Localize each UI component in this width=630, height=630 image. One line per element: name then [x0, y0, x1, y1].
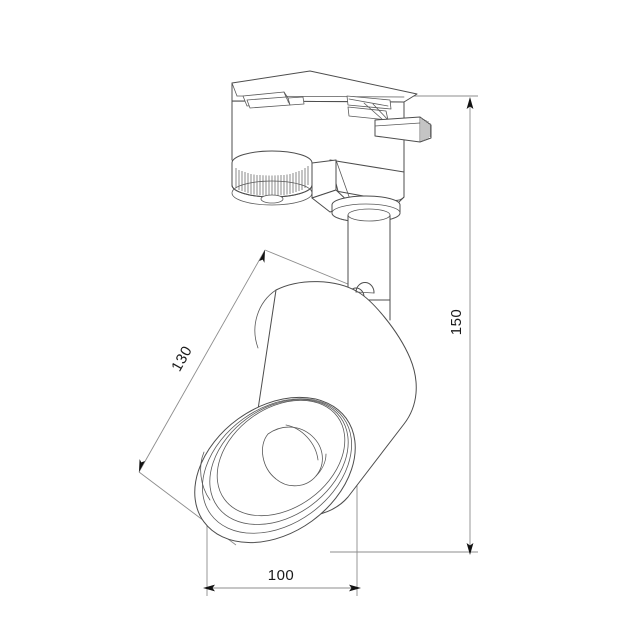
- stem-shaft-top-ellipse: [347, 208, 391, 222]
- arrowhead-up-icon: [466, 97, 474, 109]
- knob-center-hole: [260, 194, 284, 204]
- lamp-body-top-seam: [254, 289, 277, 349]
- lamp-head-cylinder: [194, 281, 417, 544]
- led-lens-highlight: [285, 424, 319, 461]
- lever-top-edge: [374, 122, 421, 127]
- lamp-head-rear-lip: [200, 451, 211, 501]
- track-contact-slot-right: [346, 95, 392, 123]
- locking-lever: [374, 116, 432, 143]
- support-stem: [331, 195, 401, 321]
- arrowhead-diag-lower-icon: [139, 459, 145, 472]
- dimension-label-length: 130: [168, 343, 196, 374]
- arrowhead-down-icon: [466, 543, 474, 555]
- extension-line-diag-top: [264, 249, 361, 290]
- reflector-ring-inner: [209, 399, 349, 525]
- track-contact-slot-left: [242, 91, 305, 109]
- slot-left-tab: [287, 96, 305, 106]
- lamp-hinge-base: [355, 291, 375, 294]
- reflector-ring-mid: [202, 398, 352, 534]
- stem-shaft: [347, 214, 391, 301]
- led-lens: [262, 424, 327, 487]
- dimension-width-100: 100: [203, 469, 361, 596]
- knob-knurl-ribs: [235, 166, 309, 196]
- dimension-line-diagonal: [138, 249, 266, 473]
- slot-right-edge2: [363, 102, 383, 120]
- lever-grip-ribs: [421, 119, 431, 141]
- lamp-hinge-knob: [355, 282, 375, 294]
- dimension-label-width: 100: [268, 567, 295, 584]
- dimension-label-height: 150: [448, 309, 465, 336]
- knurled-adjustment-knob: [231, 150, 313, 206]
- dimension-height-150: 150: [330, 95, 478, 555]
- slot-right-diag: [348, 98, 389, 107]
- led-lens-edge: [315, 453, 327, 477]
- arrowhead-left-icon: [203, 584, 215, 592]
- arrowhead-right-icon: [349, 584, 361, 592]
- adapter-top-edge-line: [231, 82, 238, 97]
- arrowhead-diag-upper-icon: [259, 250, 265, 263]
- reflector-ring-bore: [216, 399, 346, 517]
